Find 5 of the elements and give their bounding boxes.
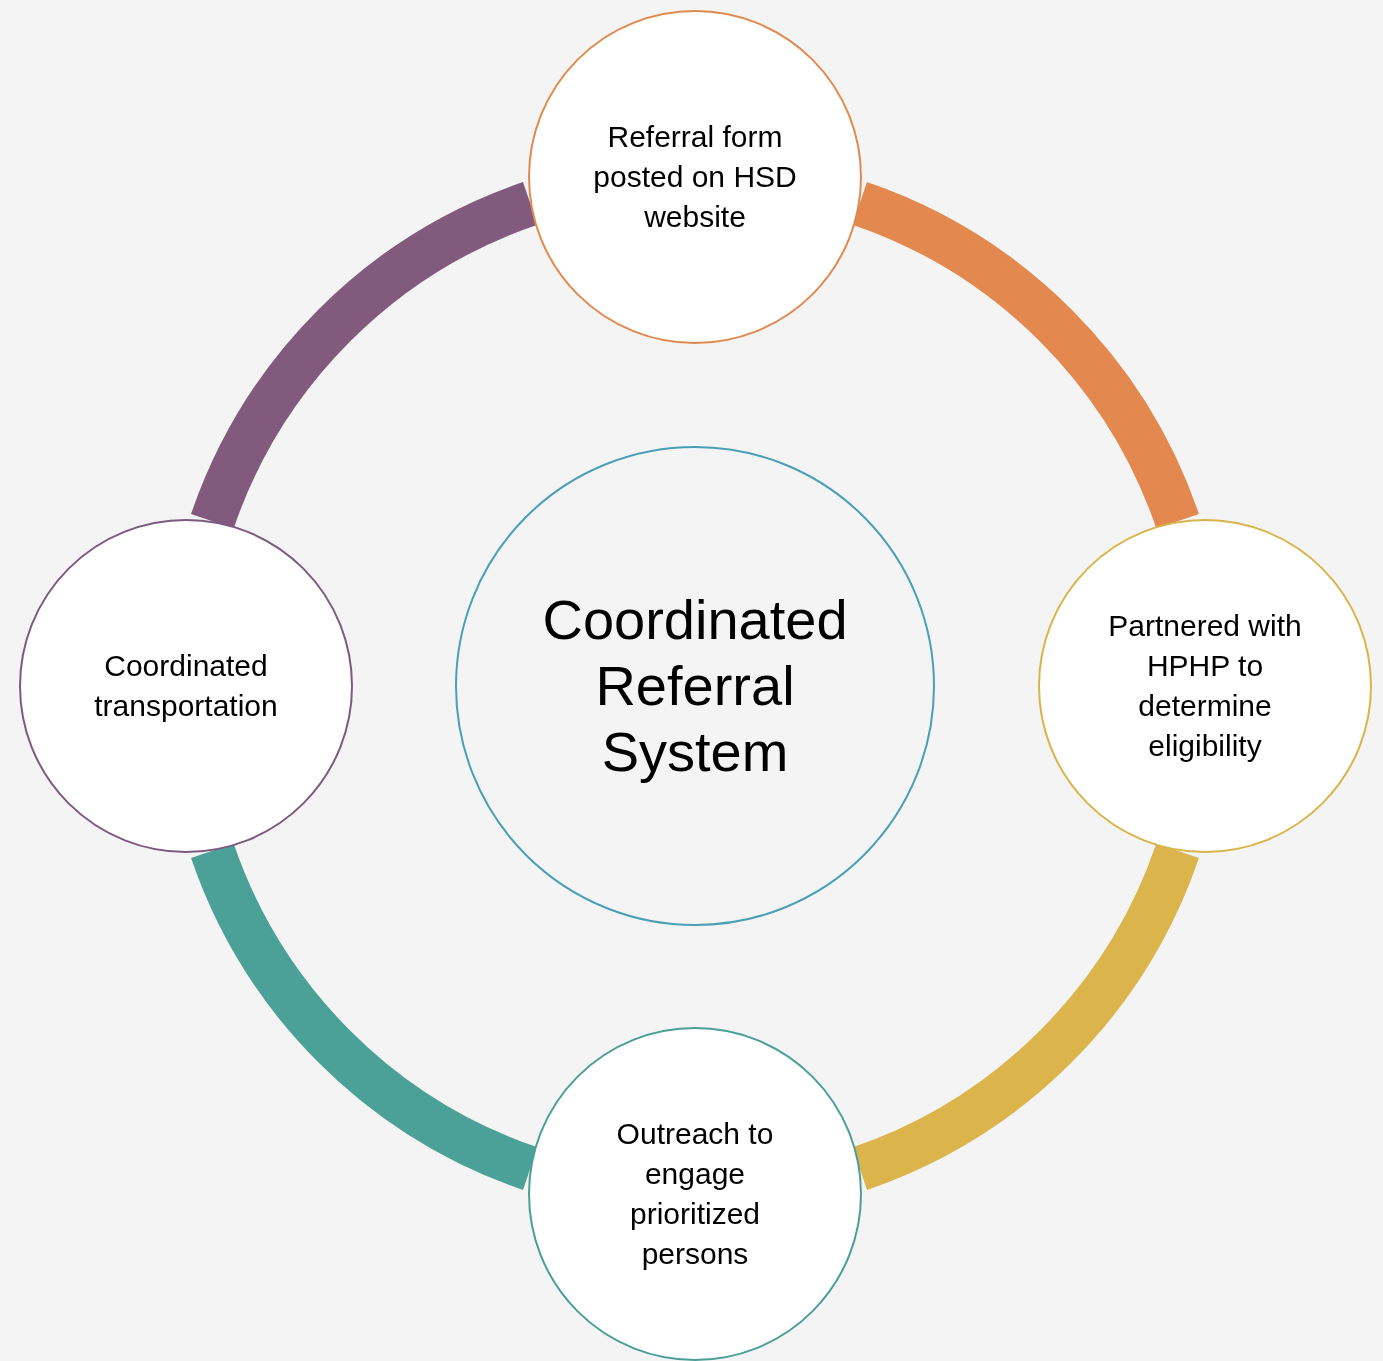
node-label: Partnered with HPHP to determine eligibility <box>1107 608 1303 764</box>
node-label: Outreach to engage prioritized persons <box>615 1116 775 1272</box>
node-label: Coordinated Referral System <box>541 587 849 785</box>
node-label: Referral form posted on HSD website <box>592 119 798 235</box>
node-label: Coordinated transportation <box>93 648 279 724</box>
